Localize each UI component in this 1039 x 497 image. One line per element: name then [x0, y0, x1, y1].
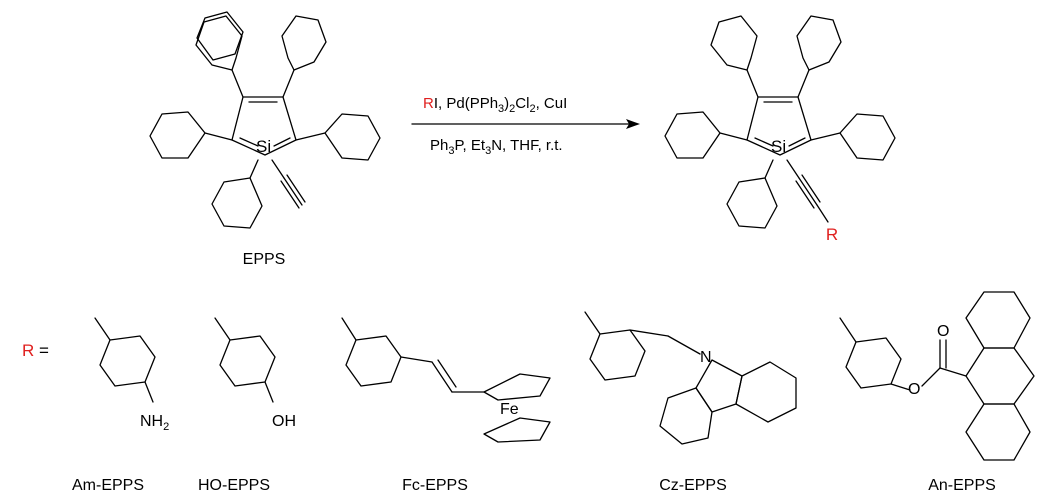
product-structure: Si — [664, 15, 896, 229]
carbonyl-oxygen-label: O — [937, 323, 949, 340]
product-r-group: R — [826, 225, 838, 244]
substituent-label-4: Cz-EPPS — [659, 477, 727, 494]
anthroate-ester-structure: O O — [839, 291, 1035, 461]
reaction-arrow — [411, 119, 640, 129]
nitrogen-label: N — [700, 349, 712, 366]
iron-label: Fe — [500, 401, 519, 418]
substituent-label-3: Fc-EPPS — [402, 477, 468, 494]
silicon-label: Si — [256, 137, 271, 156]
reactant-epps-structure: Si — [149, 11, 381, 229]
hydroxyl-label: OH — [272, 413, 296, 430]
substituent-label-2: HO-EPPS — [198, 477, 270, 494]
reactant-label: EPPS — [243, 251, 286, 268]
reagents-line-1: RI, Pd(PPh3)2Cl2, CuI — [423, 95, 567, 115]
carbazolylmethyl-structure: N — [584, 311, 797, 445]
ester-oxygen-label: O — [908, 381, 920, 398]
amine-label: NH2 — [140, 413, 169, 433]
product-silicon-label: Si — [771, 137, 786, 156]
substituent-label-5: An-EPPS — [928, 477, 996, 494]
substituent-label-1: Am-EPPS — [72, 477, 144, 494]
r-definition-label: R = — [22, 341, 49, 360]
hydroxyphenyl-structure: OH — [214, 317, 296, 430]
ferrocenyl-vinyl-structure: Fe — [341, 317, 551, 443]
reagents-line-2: Ph3P, Et3N, THF, r.t. — [430, 137, 563, 157]
amine-phenyl-structure: NH2 — [94, 317, 169, 433]
